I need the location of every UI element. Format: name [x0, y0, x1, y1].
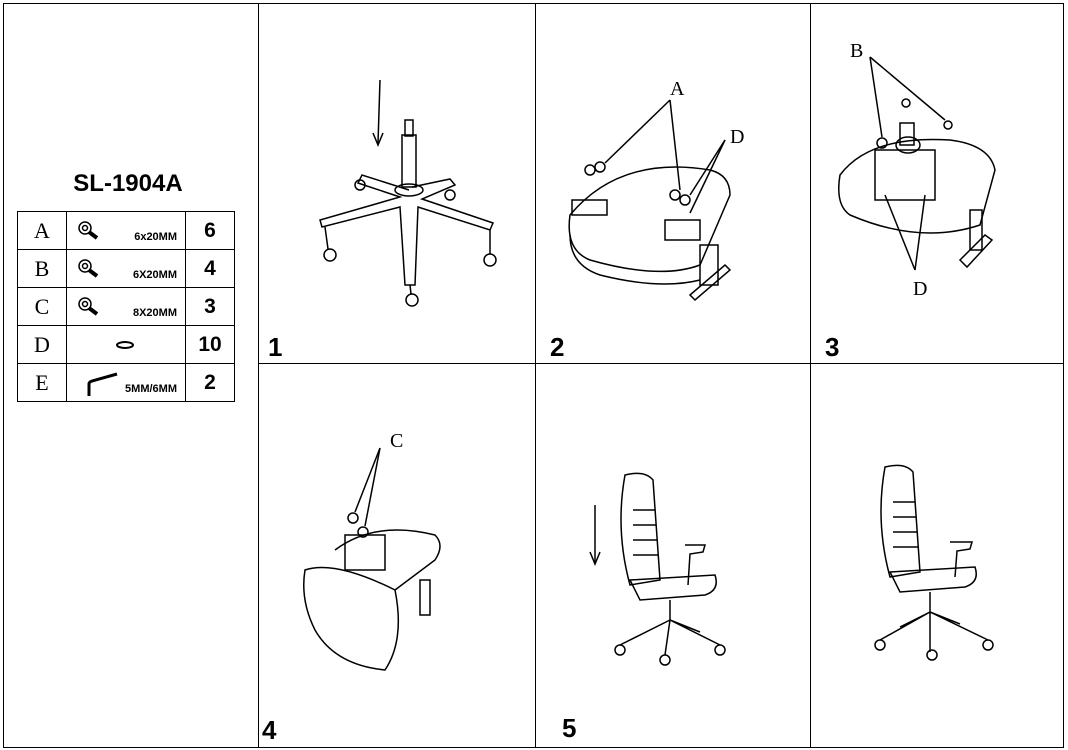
parts-row: C 8X20MM 3 — [17, 287, 235, 326]
step-number: 2 — [550, 332, 565, 362]
part-qty: 6 — [185, 211, 235, 250]
parts-row: B 6X20MM 4 — [17, 249, 235, 288]
divider — [535, 3, 536, 748]
bolt-icon — [78, 297, 99, 316]
part-label: D — [730, 126, 745, 148]
washer-icon — [116, 341, 134, 349]
part-label: B — [850, 40, 864, 62]
step-number: 5 — [562, 713, 577, 743]
part-qty: 10 — [185, 325, 235, 364]
part-size: 6x20MM — [134, 231, 177, 243]
bolt-icon — [78, 259, 99, 278]
part-qty: 3 — [185, 287, 235, 326]
parts-table: A 6x20MM 6 B 6X20MM 4 C 8X20MM 3 D 10 E … — [17, 211, 235, 402]
part-qty: 4 — [185, 249, 235, 288]
part-letter: E — [17, 363, 67, 402]
divider — [258, 3, 259, 748]
step-number: 4 — [262, 715, 277, 745]
step-2-seat-illustration — [568, 99, 732, 302]
assembled-chair-illustration — [874, 464, 994, 661]
model-number: SL-1904A — [73, 170, 183, 197]
part-size: 5MM/6MM — [125, 383, 177, 395]
step-4-backrest-illustration — [303, 447, 441, 671]
part-label: D — [913, 278, 928, 300]
step-number: 3 — [825, 332, 840, 362]
parts-row: D 10 — [17, 325, 235, 364]
parts-row: A 6x20MM 6 — [17, 211, 235, 250]
part-label: C — [390, 430, 404, 452]
part-letter: A — [17, 211, 67, 250]
bolt-icon — [78, 221, 99, 240]
part-size: 8X20MM — [132, 307, 177, 319]
allen-key-icon — [87, 372, 118, 396]
part-letter: D — [17, 325, 67, 364]
step-3-mechanism-illustration — [838, 56, 996, 271]
divider — [259, 363, 1064, 364]
part-label: A — [670, 78, 685, 100]
parts-row: E 5MM/6MM 2 — [17, 363, 235, 402]
divider — [810, 3, 811, 748]
instruction-sheet-border — [3, 3, 1064, 748]
step-number: 1 — [268, 332, 283, 362]
part-letter: C — [17, 287, 67, 326]
part-size: 6X20MM — [132, 269, 177, 281]
step-5-chair-illustration — [589, 472, 726, 666]
part-letter: B — [17, 249, 67, 288]
step-1-base-illustration — [319, 79, 497, 307]
part-qty: 2 — [185, 363, 235, 402]
